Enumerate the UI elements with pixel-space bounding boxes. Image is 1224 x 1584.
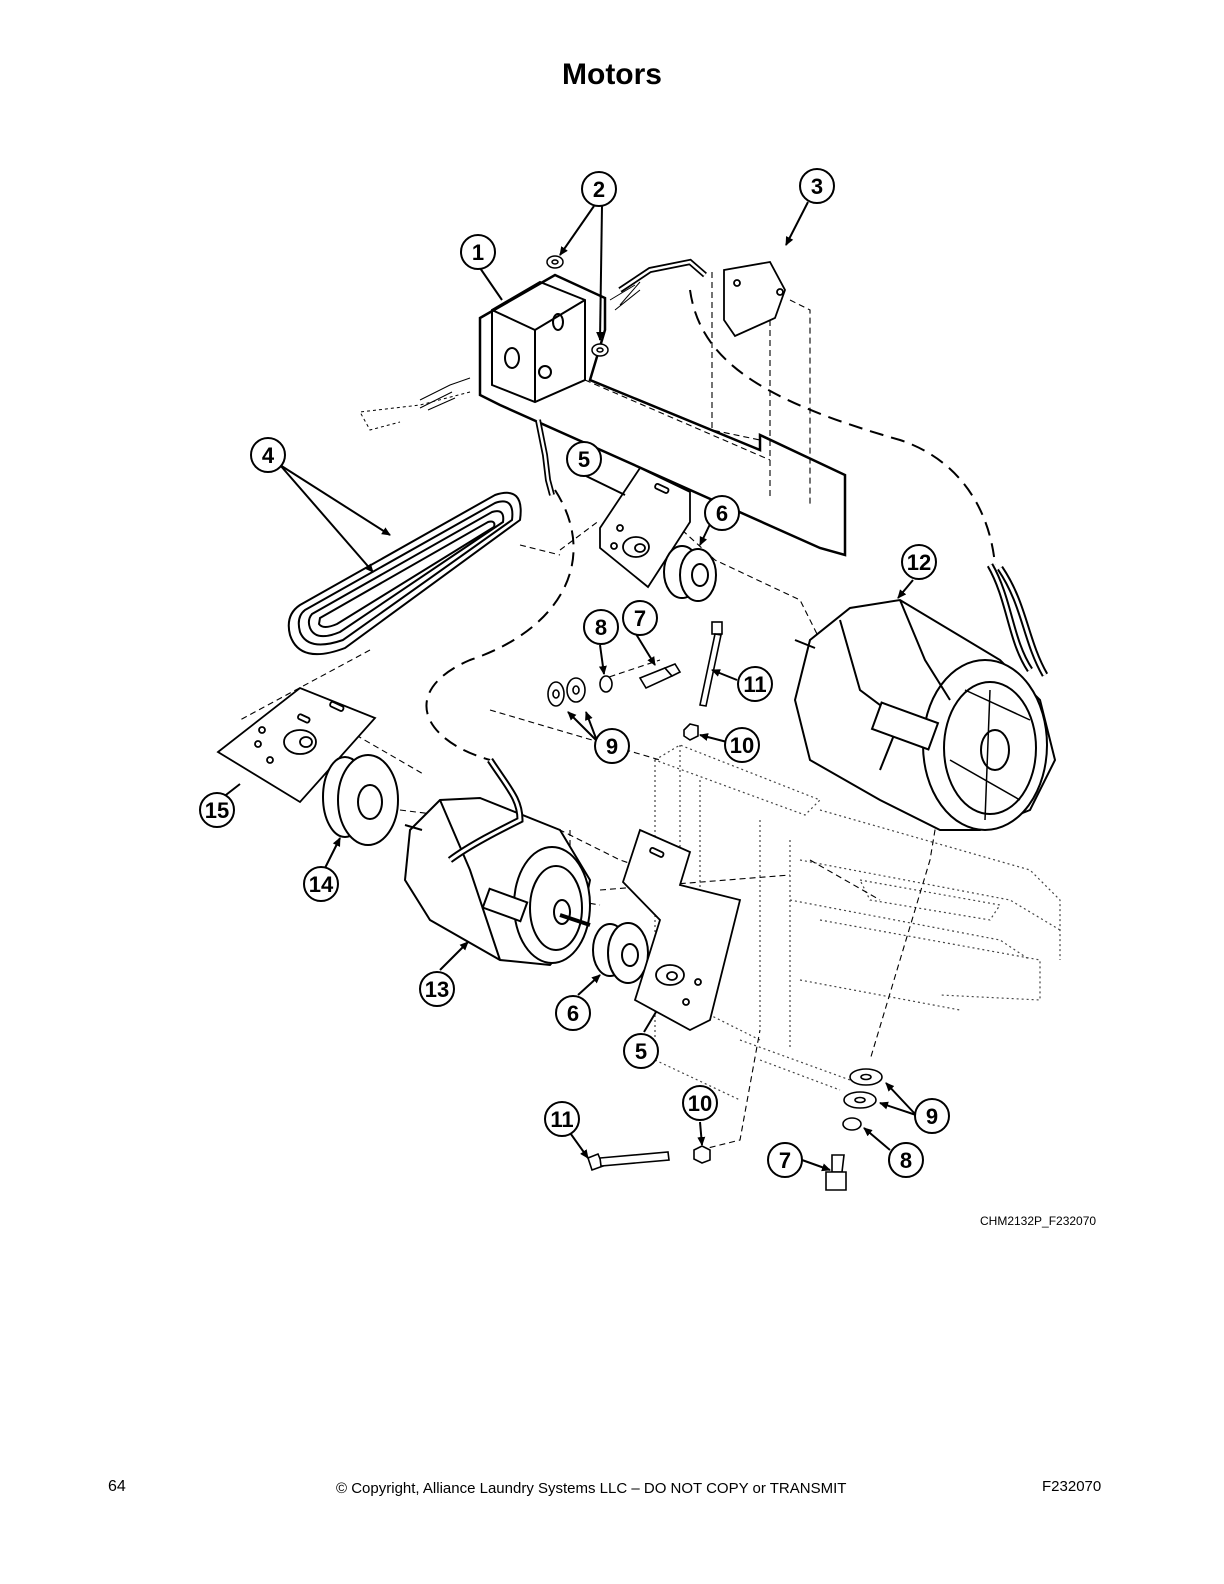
svg-text:9: 9 bbox=[926, 1104, 938, 1129]
svg-text:12: 12 bbox=[907, 550, 931, 575]
callout-8-lower: 8 bbox=[888, 1142, 924, 1178]
callout-6-upper: 6 bbox=[704, 495, 740, 531]
callout-9-upper: 9 bbox=[594, 728, 630, 764]
bushing-kit-lower bbox=[621, 828, 742, 1032]
junction-box-bracket-outline bbox=[478, 273, 847, 557]
svg-text:11: 11 bbox=[743, 672, 766, 697]
callout-2: 2 bbox=[581, 171, 617, 207]
callout-7-upper: 7 bbox=[622, 600, 658, 636]
callout-12: 12 bbox=[901, 544, 937, 580]
bushing-kit-upper bbox=[599, 466, 691, 589]
callout-1: 1 bbox=[460, 234, 496, 270]
svg-text:14: 14 bbox=[309, 872, 334, 897]
hardware-lower bbox=[825, 1068, 883, 1191]
callout-10-upper: 10 bbox=[724, 727, 760, 763]
svg-text:8: 8 bbox=[595, 615, 607, 640]
svg-text:2: 2 bbox=[593, 177, 605, 202]
svg-text:7: 7 bbox=[779, 1148, 791, 1173]
callout-8-upper: 8 bbox=[583, 609, 619, 645]
svg-text:9: 9 bbox=[606, 734, 618, 759]
svg-text:7: 7 bbox=[634, 606, 646, 631]
page-title: Motors bbox=[562, 58, 662, 91]
callout-10-lower: 10 bbox=[682, 1085, 718, 1121]
callout-11-upper: 11 bbox=[737, 666, 773, 702]
motor-large bbox=[793, 598, 1057, 831]
svg-text:6: 6 bbox=[716, 501, 728, 526]
motor-small bbox=[403, 796, 592, 967]
callout-15: 15 bbox=[199, 792, 235, 828]
callout-13: 13 bbox=[419, 971, 455, 1007]
pulley-14 bbox=[322, 754, 399, 846]
svg-text:5: 5 bbox=[578, 447, 590, 472]
callouts: 1 2 3 4 5 6 12 8 7 11 9 10 15 14 13 6 5 … bbox=[199, 168, 950, 1178]
lead-dashed bbox=[425, 289, 996, 761]
svg-text:11: 11 bbox=[550, 1107, 573, 1132]
svg-text:3: 3 bbox=[811, 174, 823, 199]
svg-text:10: 10 bbox=[730, 733, 754, 758]
hardware-upper bbox=[547, 663, 682, 707]
threaded-rod-lower bbox=[587, 1151, 670, 1172]
threaded-rod-upper bbox=[699, 621, 723, 707]
leader-lines bbox=[221, 201, 917, 1172]
pulley-lower bbox=[592, 922, 649, 984]
callout-11-lower: 11 bbox=[544, 1101, 580, 1137]
callout-5-upper: 5 bbox=[566, 441, 602, 477]
figure-code: CHM2132P_F232070 bbox=[980, 1214, 1097, 1228]
svg-text:4: 4 bbox=[262, 443, 275, 468]
wire-harness-dashed bbox=[359, 391, 471, 431]
junction-box bbox=[491, 280, 586, 404]
motor-small-leads bbox=[447, 758, 524, 863]
document-id: F232070 bbox=[1042, 1478, 1102, 1495]
svg-text:8: 8 bbox=[900, 1148, 912, 1173]
drive-belt bbox=[287, 491, 522, 656]
callout-14: 14 bbox=[303, 866, 339, 902]
cover-plate bbox=[723, 261, 786, 338]
nut-lower bbox=[693, 1145, 711, 1164]
page-number: 64 bbox=[108, 1478, 126, 1495]
bushing-kit-15 bbox=[216, 686, 377, 804]
svg-text:10: 10 bbox=[688, 1091, 712, 1116]
callout-9-lower: 9 bbox=[914, 1098, 950, 1134]
callout-4: 4 bbox=[250, 437, 286, 473]
svg-text:15: 15 bbox=[205, 798, 229, 823]
callout-6-lower: 6 bbox=[555, 995, 591, 1031]
svg-text:13: 13 bbox=[425, 977, 449, 1002]
callout-7-lower: 7 bbox=[767, 1142, 803, 1178]
callout-5-lower: 5 bbox=[623, 1033, 659, 1069]
copyright-notice: © Copyright, Alliance Laundry Systems LL… bbox=[336, 1480, 847, 1497]
nut-upper bbox=[683, 723, 699, 741]
callout-3: 3 bbox=[799, 168, 835, 204]
svg-text:1: 1 bbox=[472, 240, 484, 265]
wire-harness bbox=[419, 258, 707, 496]
motor-large-leads bbox=[986, 563, 1049, 677]
svg-text:5: 5 bbox=[635, 1039, 647, 1064]
nut-icon bbox=[546, 255, 609, 357]
pulley-upper bbox=[663, 545, 717, 602]
svg-text:6: 6 bbox=[567, 1001, 579, 1026]
